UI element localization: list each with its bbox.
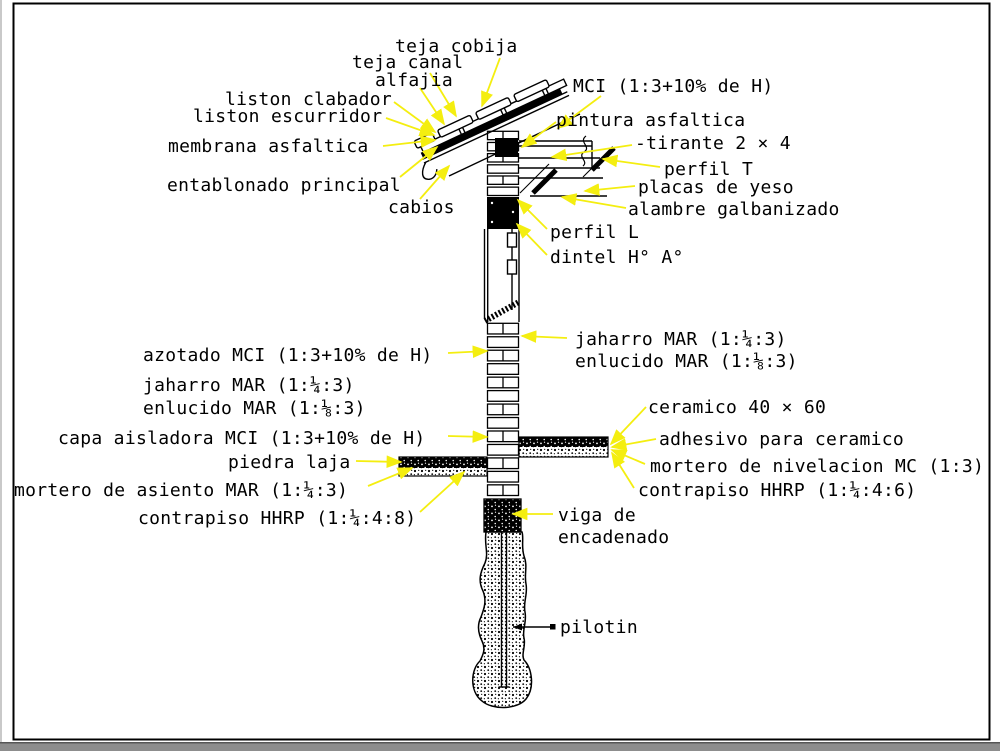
label-liston-escurridor: liston escurridor	[193, 106, 383, 127]
lintel-dintel	[487, 197, 519, 229]
label-liston-clabador: liston clabador	[225, 89, 393, 110]
label-cabios: cabios	[388, 197, 455, 218]
label-placas-de-yeso: placas de yeso	[638, 177, 794, 198]
leader-line	[481, 57, 501, 108]
leader-line	[520, 121, 557, 149]
leader-line	[382, 135, 437, 148]
label-contrapiso-left: contrapiso HHRP (1:¼:4:8)	[138, 508, 417, 529]
label-perfil-l: perfil L	[550, 222, 640, 243]
roof-assembly	[413, 78, 570, 180]
label-tirante: -tirante 2 × 4	[635, 133, 791, 154]
label-dintel: dintel H° A°	[550, 247, 684, 268]
window-section	[483, 229, 521, 324]
leader-line	[419, 164, 451, 200]
leader-line	[367, 467, 414, 487]
pile-pilotin	[472, 531, 533, 709]
leader-lines	[355, 57, 661, 521]
leader-line	[609, 406, 647, 446]
page-left-edge	[0, 0, 2, 742]
label-mortero-asiento: mortero de asiento MAR (1:¼:3)	[14, 480, 349, 501]
interior-floor-slab	[518, 436, 609, 458]
leader-line	[399, 145, 439, 178]
eave-drip	[421, 161, 438, 180]
drawing-frame	[12, 2, 991, 741]
leader-line	[516, 198, 548, 230]
label-capa-aisladora: capa aisladora MCI (1:3+10% de H)	[58, 428, 426, 449]
label-enlucido-right: enlucido MAR (1:⅛:3)	[575, 351, 798, 372]
label-azotado: azotado MCI (1:3+10% de H)	[143, 345, 433, 366]
leader-line	[419, 470, 466, 513]
label-teja-canal: teja canal	[352, 52, 464, 73]
label-perfil-t: perfil T	[664, 159, 754, 180]
label-adhesivo-ceramico: adhesivo para ceramico	[659, 429, 905, 450]
leader-line	[355, 455, 403, 468]
leader-line	[610, 438, 657, 451]
leader-line	[556, 95, 602, 130]
label-entablonado-principal: entablonado principal	[167, 175, 401, 196]
label-mortero-nivelacion: mortero de nivelacion MC (1:3)	[650, 456, 985, 477]
label-teja-cobija: teja cobija	[395, 36, 518, 57]
label-pilotin: pilotin	[560, 617, 638, 638]
label-piedra-laja: piedra laja	[228, 452, 351, 473]
leader-line	[611, 451, 635, 489]
ceiling-assembly	[519, 135, 616, 197]
label-membrana-asfaltica: membrana asfaltica	[168, 136, 369, 157]
label-viga-encadenado: viga de encadenado	[558, 505, 670, 548]
leader-line	[447, 430, 489, 443]
label-contrapiso-right: contrapiso HHRP (1:¼:4:6)	[638, 480, 917, 501]
leader-line	[560, 193, 627, 209]
tie-beam-viga	[483, 498, 522, 533]
leader-line	[515, 222, 548, 256]
leader-line	[550, 144, 633, 162]
window-bottom-edge-line	[0, 742, 1000, 744]
pilotin-leader	[513, 623, 556, 631]
exterior-slab-piedra-laja	[398, 456, 488, 477]
leader-line	[601, 154, 661, 168]
leader-line	[447, 345, 489, 359]
label-enlucido-left: enlucido MAR (1:⅛:3)	[143, 398, 366, 419]
label-pintura-asfaltica: pintura asfaltica	[556, 110, 746, 131]
label-alambre-galbanizado: alambre galbanizado	[628, 199, 840, 220]
perfil-t-mark	[531, 168, 558, 195]
label-mci-roof: MCI (1:3+10% de H)	[573, 76, 774, 97]
wall-brick-masonry	[486, 322, 520, 497]
label-alfajia: alfajia	[375, 70, 453, 91]
bond-beam	[495, 138, 518, 157]
label-jaharro-left: jaharro MAR (1:¼:3)	[143, 375, 355, 396]
window-bottom-edge	[0, 742, 1000, 751]
leader-line	[385, 117, 436, 137]
leader-line	[583, 183, 636, 196]
leader-line	[520, 330, 568, 343]
leader-line	[429, 72, 457, 118]
label-jaharro-right: jaharro MAR (1:¼:3)	[575, 329, 787, 350]
leader-line	[419, 87, 445, 126]
label-ceramico: ceramico 40 × 60	[648, 397, 827, 418]
